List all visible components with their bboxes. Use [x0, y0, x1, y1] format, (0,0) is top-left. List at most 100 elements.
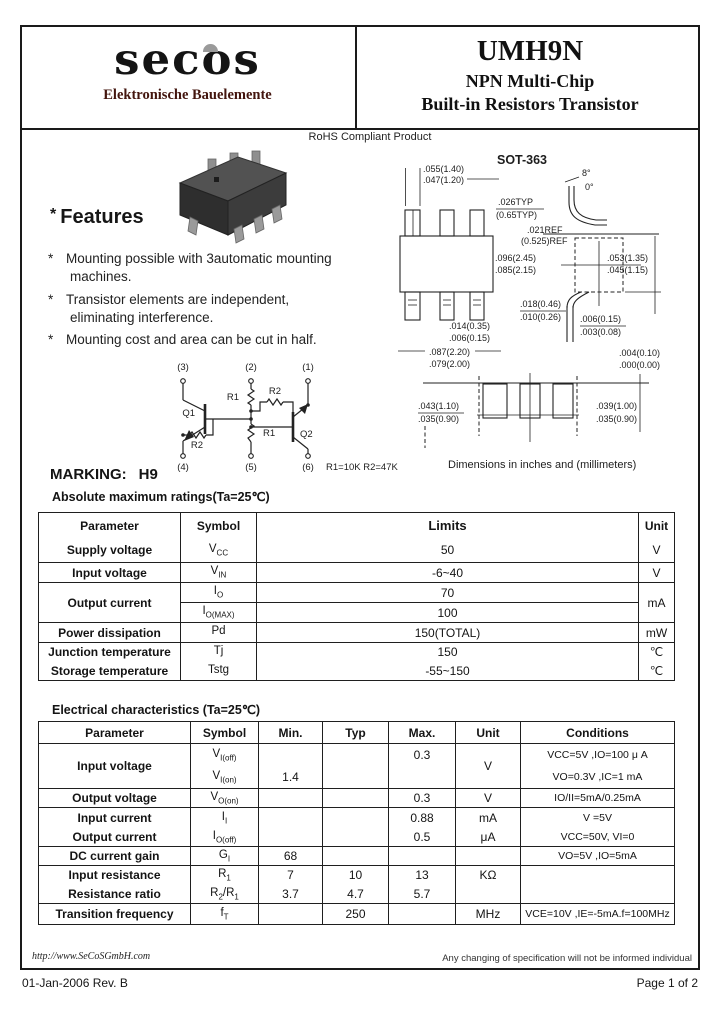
param-cell: Input voltage: [38, 743, 191, 789]
col-header-min: Min.: [258, 721, 323, 744]
dim-label: (0.525)REF: [521, 236, 568, 246]
table-row: Input voltage VI(off) 0.3 V VCC=5V ,IO=1…: [38, 743, 675, 789]
param-cell: Input current: [38, 807, 191, 828]
dim-label: .006(0.15): [449, 333, 490, 343]
dim-label: .035(0.90): [418, 414, 459, 424]
header-divider: [355, 27, 357, 128]
rohs-note: RoHS Compliant Product: [308, 131, 432, 143]
symbol-cell: VO(on): [190, 788, 259, 808]
dimensions-caption: Dimensions in inches and (millimeters): [448, 459, 636, 471]
resistor-label: R2: [269, 386, 281, 397]
dim-label: .047(1.20): [423, 175, 464, 185]
part-number: UMH9N: [476, 35, 584, 67]
unit-cell: mA: [638, 582, 675, 623]
resistor-values-note: R1=10K R2=47K: [326, 462, 398, 473]
pin-label: (6): [302, 462, 314, 473]
resistor-label: R1: [263, 428, 275, 439]
dim-label: .045(1.15): [607, 265, 648, 275]
param-cell: Supply voltage: [38, 538, 181, 563]
value-cell: -6~40: [256, 562, 639, 583]
table-row: Power dissipation Pd 150(TOTAL) mW: [38, 622, 675, 643]
conditions-cell: VCC=50V, VI=0: [520, 827, 675, 847]
min-cell: 1.4: [258, 766, 323, 789]
package-name: SOT-363: [497, 153, 547, 167]
logo-subtitle: Elektronische Bauelemente: [103, 87, 272, 104]
typ-cell: [322, 827, 389, 847]
table-row: IO(MAX) 100: [39, 602, 675, 623]
marking-label: MARKING:: [50, 466, 127, 483]
conditions-cell: VCE=10V ,IE=-5mA.f=100MHz: [520, 903, 675, 925]
dim-label: .006(0.15): [580, 314, 621, 324]
asterisk-icon: *: [48, 292, 54, 307]
symbol-cell: VIN: [180, 562, 257, 583]
angle-label: 0°: [585, 182, 594, 192]
side-view: [543, 176, 661, 342]
conditions-cell: VO=0.3V ,IC=1 mA: [520, 766, 675, 789]
conditions-cell: V =5V: [520, 807, 675, 828]
value-cell: 100: [256, 602, 639, 623]
unit-cell: V: [638, 538, 675, 563]
max-cell: 0.88: [388, 807, 456, 828]
value-cell: 150(TOTAL): [256, 622, 639, 643]
symbol-cell: Pd: [180, 622, 257, 643]
elec-char-title: Electrical characteristics (Ta=25℃): [52, 703, 261, 717]
typ-cell: [322, 766, 389, 789]
dim-label: .010(0.26): [520, 312, 561, 322]
footer-page-number: Page 1 of 2: [636, 976, 698, 990]
min-cell: 7: [258, 865, 323, 885]
min-cell: [258, 827, 323, 847]
dim-label: .026TYP: [498, 197, 533, 207]
abs-max-table: Parameter Symbol Limits Unit Supply volt…: [38, 512, 675, 681]
unit-cell: KΩ: [455, 865, 521, 885]
symbol-cell: GI: [190, 846, 259, 866]
asterisk-icon: *: [48, 332, 54, 347]
resistor-label: R1: [227, 392, 239, 403]
footer-date-rev: 01-Jan-2006 Rev. B: [22, 976, 128, 990]
package-photo: [178, 150, 288, 244]
dim-label: .079(2.00): [429, 359, 470, 369]
package-drawing: SOT-363: [398, 153, 661, 471]
emitter-arrow-icon: [299, 404, 308, 414]
unit-cell: mA: [455, 807, 521, 828]
typ-cell: 250: [322, 903, 389, 925]
param-cell: Junction temperature: [38, 642, 181, 662]
typ-cell: [322, 743, 389, 767]
unit-cell: ℃: [638, 661, 675, 681]
max-cell: 0.3: [388, 788, 456, 808]
pin-label: (1): [302, 362, 314, 373]
table-row: Input resistance R1 7 10 13 KΩ: [38, 865, 675, 885]
part-subtitle-1: NPN Multi-Chip: [465, 70, 595, 91]
value-cell: 70: [256, 582, 639, 603]
conditions-cell: [520, 884, 675, 904]
symbol-cell: II: [190, 807, 259, 828]
max-cell: 0.3: [388, 743, 456, 767]
max-cell: 13: [388, 865, 456, 885]
transistor-label: Q2: [300, 429, 313, 440]
marking: MARKING:H9: [50, 466, 158, 483]
min-cell: 3.7: [258, 884, 323, 904]
table-row: Junction temperature Tj 150 ℃: [38, 642, 675, 662]
value-cell: 50: [256, 538, 639, 563]
resistor-label: R2: [191, 440, 203, 451]
unit-cell: μA: [455, 827, 521, 847]
asterisk-icon: *: [50, 206, 57, 223]
title-block: UMH9N NPN Multi-Chip Built-in Resistors …: [400, 35, 660, 115]
typ-cell: [322, 807, 389, 828]
dim-label: .055(1.40): [423, 164, 464, 174]
param-cell: Input voltage: [38, 562, 181, 583]
table-row: DC current gain GI 68 VO=5V ,IO=5mA: [38, 846, 675, 866]
schematic-wires: (3) (2) (1): [177, 362, 314, 459]
param-cell: Power dissipation: [38, 622, 181, 643]
param-cell: Output current: [38, 827, 191, 847]
dim-label: .003(0.08): [580, 327, 621, 337]
logo-accent-icon: [203, 44, 218, 52]
dim-label: .004(0.10): [619, 348, 660, 358]
table-header-row: Parameter Symbol Min. Typ Max. Unit Cond…: [38, 721, 675, 744]
bottom-view: [423, 373, 649, 448]
dim-label: .053(1.35): [607, 253, 648, 263]
unit-cell: MHz: [455, 903, 521, 925]
min-cell: [258, 807, 323, 828]
dim-label: .087(2.20): [429, 347, 470, 357]
col-header-symbol: Symbol: [190, 721, 259, 744]
logo-text: secos: [114, 34, 261, 85]
